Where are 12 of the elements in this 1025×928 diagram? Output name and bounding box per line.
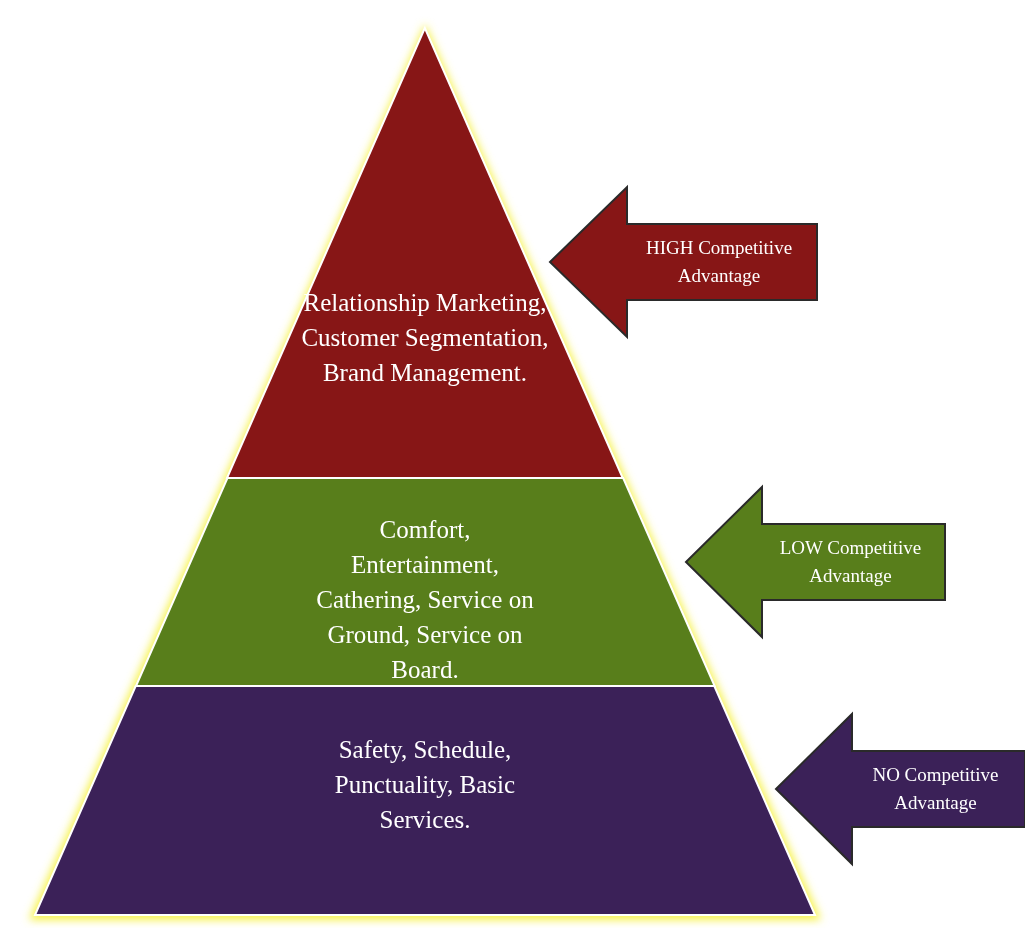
tier-text: Safety, Schedule, Punctuality, Basic Services. (333, 735, 517, 835)
arrow-text: NO Competitive Advantage (871, 763, 1000, 815)
tier-text: Comfort, Entertainment, Cathering, Service on Ground, Service on Board. (315, 515, 535, 685)
tier-text: Relationship Marketing, Customer Segmentation, Brand Management. (300, 288, 550, 388)
block-arrow (686, 487, 945, 637)
pyramid-tier (227, 28, 623, 478)
arrow-text: LOW Competitive Advantage (778, 536, 923, 588)
arrow-text: HIGH Competitive Advantage (644, 236, 794, 288)
pyramid-tier (35, 686, 815, 915)
block-arrow (776, 714, 1025, 864)
pyramid-tier (135, 478, 715, 686)
block-arrow (550, 187, 817, 337)
